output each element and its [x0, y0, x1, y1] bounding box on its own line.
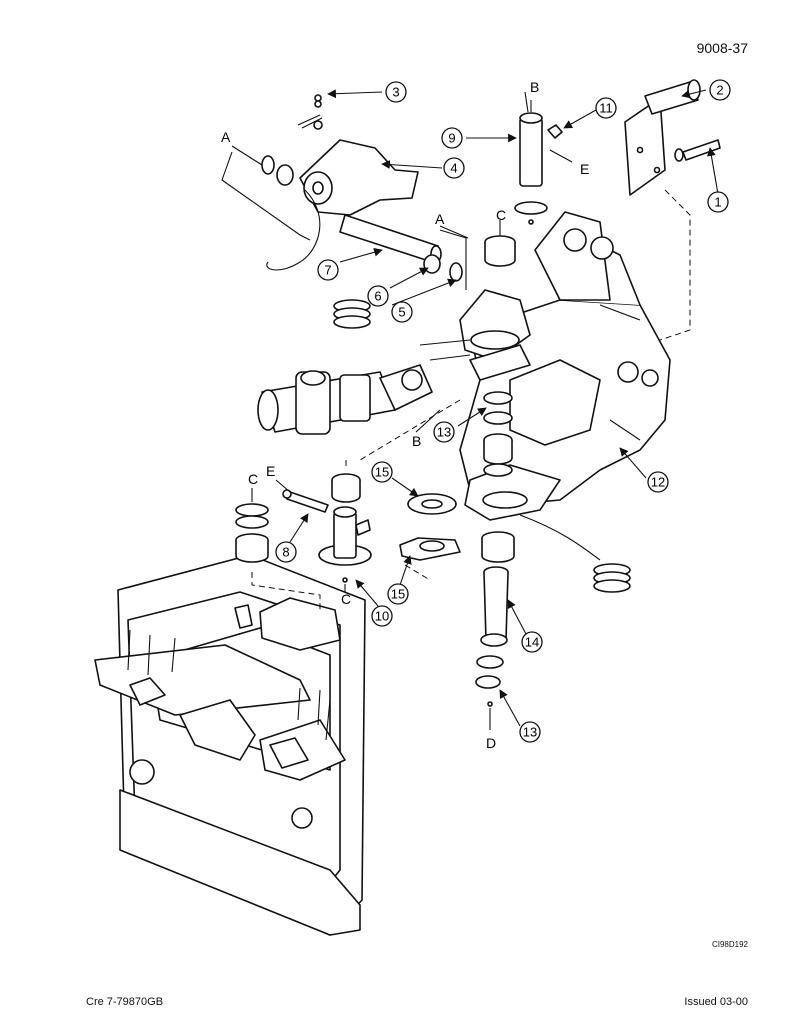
callout-3: 3: [385, 81, 407, 103]
bushings-and-rings: [331, 235, 631, 593]
pivot-pin-14: [475, 566, 509, 707]
svg-text:15: 15: [391, 587, 405, 602]
callout-15-upper: 15: [371, 461, 393, 483]
svg-text:12: 12: [651, 475, 665, 490]
callout-1: 1: [707, 191, 729, 213]
svg-text:7: 7: [324, 263, 331, 278]
letter-c-bottom: C: [341, 591, 351, 607]
svg-text:13: 13: [437, 425, 451, 440]
svg-text:1: 1: [714, 195, 721, 210]
svg-text:4: 4: [450, 161, 457, 176]
callout-8: 8: [275, 541, 297, 563]
letter-b-top: B: [530, 79, 539, 95]
leader-lines: [231, 89, 719, 730]
svg-text:9: 9: [448, 131, 455, 146]
letter-e-right: E: [580, 161, 589, 177]
callout-5: 5: [391, 301, 413, 323]
carriage-frame: [94, 554, 366, 936]
svg-text:11: 11: [599, 101, 613, 116]
pivot-pin-10: [235, 399, 601, 610]
callout-13-lower: 13: [519, 721, 541, 743]
callout-9: 9: [441, 127, 463, 149]
callout-14: 14: [521, 631, 543, 653]
svg-text:2: 2: [716, 83, 723, 98]
callout-7: 7: [317, 259, 339, 281]
letter-e-left: E: [266, 463, 275, 479]
callout-11: 11: [595, 97, 617, 119]
lever-arm: [221, 94, 467, 290]
page-number: 9008-37: [696, 40, 748, 56]
pivot-pin-9: [514, 100, 563, 225]
callout-13-upper: 13: [433, 421, 455, 443]
letter-c-top: C: [496, 207, 506, 223]
letter-c-left: C: [248, 471, 258, 487]
letter-a-left: A: [221, 129, 231, 145]
svg-text:6: 6: [374, 289, 381, 304]
letter-d: D: [486, 735, 496, 751]
svg-text:14: 14: [525, 635, 539, 650]
svg-text:5: 5: [398, 305, 405, 320]
footer-issue-date: Issued 03-00: [684, 996, 748, 1008]
callout-15-lower: 15: [387, 583, 409, 605]
letter-b-middle: B: [412, 433, 421, 449]
callout-2: 2: [709, 79, 731, 101]
svg-text:13: 13: [523, 725, 537, 740]
hydraulic-cylinder: [257, 339, 471, 435]
callout-6: 6: [367, 285, 389, 307]
svg-text:15: 15: [375, 465, 389, 480]
letter-a-right: A: [435, 211, 445, 227]
callout-12: 12: [647, 471, 669, 493]
callout-4: 4: [443, 157, 465, 179]
callout-10: 10: [371, 605, 393, 627]
footer-document-code: Cre 7-79870GB: [86, 996, 164, 1008]
svg-text:10: 10: [375, 609, 389, 624]
svg-text:3: 3: [392, 85, 399, 100]
drawing-code: CI98D192: [711, 940, 748, 949]
svg-text:8: 8: [282, 545, 289, 560]
